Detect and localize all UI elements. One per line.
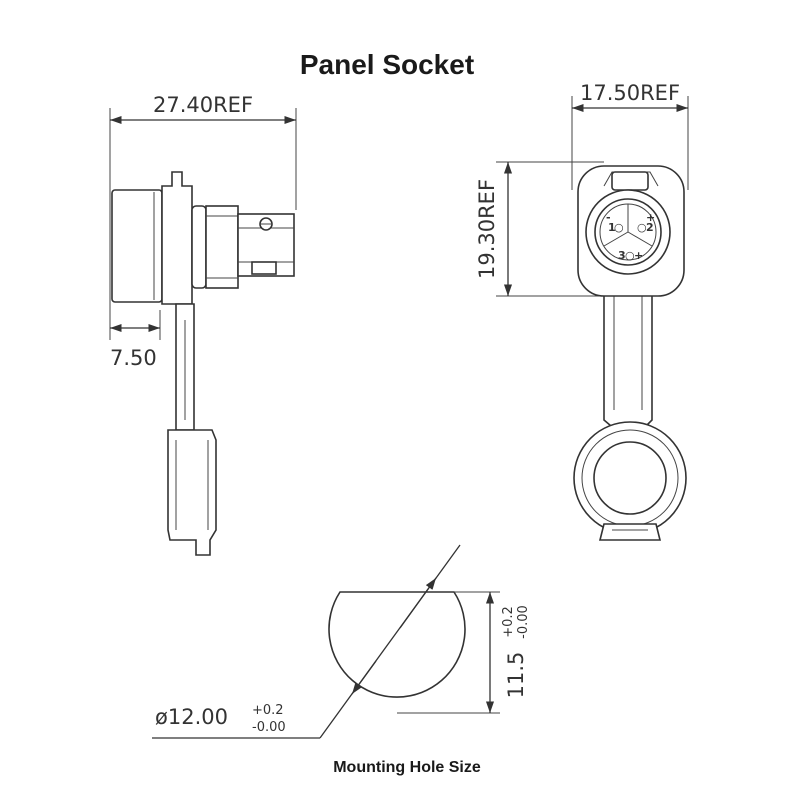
threaded-body: [205, 205, 239, 289]
pin-3: 3 ○ +: [618, 249, 643, 262]
dust-cap-side: [167, 429, 217, 556]
pin-3-number: 3: [618, 249, 626, 262]
rear-terminal: [251, 261, 277, 275]
diameter-tol-lower: -0.00: [252, 720, 286, 735]
mounting-hole-caption: Mounting Hole Size: [333, 759, 481, 776]
pin-2-number: 2: [646, 221, 654, 234]
dust-cap-tab: [598, 523, 662, 541]
pin-3-symbol: +: [634, 249, 643, 262]
pin-1-mark: ○: [614, 221, 624, 234]
front-view: 17.50REF 19.30REF 1 ○ - ○ 2 + 3 ○: [475, 81, 689, 541]
pin-2-symbol: +: [646, 211, 655, 224]
pin-3-mark: ○: [625, 249, 635, 262]
diameter-tol-upper: +0.2: [252, 703, 284, 718]
mounting-hole-view: 11.5 +0.2 -0.00 ø12.00 +0.2 -0.00 Mounti…: [152, 544, 531, 776]
flat-height-tol-lower: -0.00: [516, 605, 531, 639]
flange-depth-label: 7.50: [110, 346, 157, 370]
flat-height-label: 11.5: [504, 652, 528, 699]
dust-cap-inner: [593, 441, 667, 515]
width-label: 17.50REF: [580, 81, 680, 105]
pin-1-symbol: -: [606, 211, 611, 224]
drawing-title: Panel Socket: [300, 49, 474, 80]
side-view: 27.40REF 7.50: [109, 93, 297, 556]
pin-1-number: 1: [608, 221, 616, 234]
pin-2: ○ 2 +: [637, 211, 655, 234]
overall-length-label: 27.40REF: [153, 93, 253, 117]
mounting-nut: [191, 205, 207, 289]
diameter-label: ø12.00: [155, 705, 228, 729]
diameter-leader-line: [319, 544, 461, 739]
pin-2-mark: ○: [637, 221, 647, 234]
pin-1: 1 ○ -: [606, 211, 624, 234]
height-label: 19.30REF: [475, 179, 499, 279]
cap-latch: [611, 171, 649, 191]
panel-flange: [161, 171, 193, 305]
flat-height-tol-upper: +0.2: [501, 606, 516, 638]
mounting-hole-shape: [328, 591, 466, 698]
